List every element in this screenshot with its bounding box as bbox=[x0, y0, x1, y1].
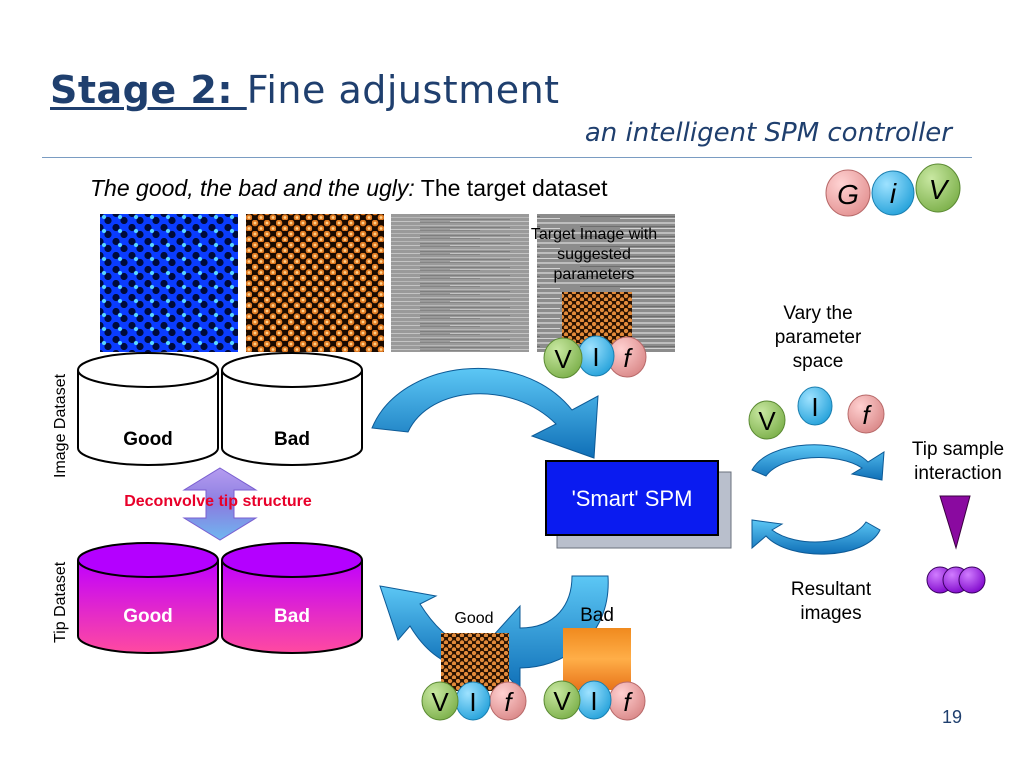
vif-good-f: f bbox=[504, 687, 514, 717]
vif-bad-i: I bbox=[590, 686, 597, 716]
good-result-label: Good bbox=[454, 610, 493, 627]
giv-logo: G i V bbox=[825, 163, 961, 217]
smart-spm-label: 'Smart' SPM bbox=[572, 486, 693, 511]
logo-v: V bbox=[929, 174, 950, 205]
title-stage: Stage 2: bbox=[50, 68, 247, 112]
tip-shape bbox=[939, 495, 971, 550]
vif-group-target: V I f bbox=[543, 335, 647, 379]
target-image-inset bbox=[562, 292, 632, 344]
tip-db-good bbox=[77, 542, 219, 654]
vif-vary-v: V bbox=[758, 406, 776, 436]
image-db-bad bbox=[221, 352, 363, 466]
vif-vary-f: f bbox=[862, 400, 872, 430]
vif-group-good: V I f bbox=[421, 681, 527, 721]
vif-bad-v: V bbox=[553, 686, 571, 716]
vif-group-vary: V I f bbox=[748, 386, 885, 440]
resultant-images-label: Resultant images bbox=[790, 579, 872, 624]
vif-target-i: I bbox=[592, 342, 599, 372]
image-db-bad-label: Bad bbox=[274, 429, 310, 450]
bad-result-label: Bad bbox=[580, 605, 614, 626]
smart-spm-box bbox=[545, 460, 719, 536]
good-image-orange bbox=[246, 214, 384, 352]
vif-group-bad: V I f bbox=[543, 680, 646, 721]
section-heading: The good, the bad and the ugly: The targ… bbox=[90, 175, 607, 202]
image-db-good-label: Good bbox=[123, 429, 173, 450]
cycle-arrow-top bbox=[751, 444, 885, 481]
vif-target-f: f bbox=[623, 343, 633, 373]
deconvolve-arrow bbox=[182, 467, 258, 541]
tip-sample-label: Tip sample interaction bbox=[911, 439, 1005, 484]
image-dataset-label: Image Dataset bbox=[52, 373, 69, 478]
vif-bad-f: f bbox=[623, 687, 633, 717]
tip-dataset-label: Tip Dataset bbox=[52, 561, 69, 643]
good-result-image bbox=[441, 633, 509, 691]
tip-db-good-label: Good bbox=[123, 606, 173, 627]
sample-atom-3 bbox=[958, 566, 986, 594]
vif-good-v: V bbox=[431, 687, 449, 717]
logo-g: G bbox=[837, 179, 859, 210]
bad-result-image bbox=[563, 628, 631, 690]
bad-image-noisy bbox=[391, 214, 529, 352]
vif-good-i: I bbox=[469, 687, 476, 717]
slide-title: Stage 2: Fine adjustment bbox=[50, 68, 560, 112]
title-divider bbox=[42, 157, 972, 158]
image-db-good bbox=[77, 352, 219, 466]
slide-subtitle: an intelligent SPM controller bbox=[584, 118, 952, 148]
deconvolve-label: Deconvolve tip structure bbox=[124, 493, 312, 510]
vif-target-v: V bbox=[554, 344, 572, 374]
target-image-label: Target Image with suggested parameters bbox=[530, 226, 658, 283]
vary-parameter-label: Vary the parameter space bbox=[774, 303, 862, 372]
arrow-to-smart-spm bbox=[371, 368, 599, 459]
page-number: 19 bbox=[941, 707, 962, 727]
heading-normal: The target dataset bbox=[414, 175, 608, 201]
title-text: Fine adjustment bbox=[246, 68, 560, 112]
tip-db-bad-label: Bad bbox=[274, 606, 310, 627]
logo-i: i bbox=[890, 178, 897, 209]
vif-vary-i: I bbox=[811, 392, 818, 422]
good-image-blue bbox=[100, 214, 238, 352]
cycle-arrow-bottom bbox=[751, 519, 881, 555]
heading-italic: The good, the bad and the ugly: bbox=[90, 175, 415, 201]
tip-db-bad bbox=[221, 542, 363, 654]
